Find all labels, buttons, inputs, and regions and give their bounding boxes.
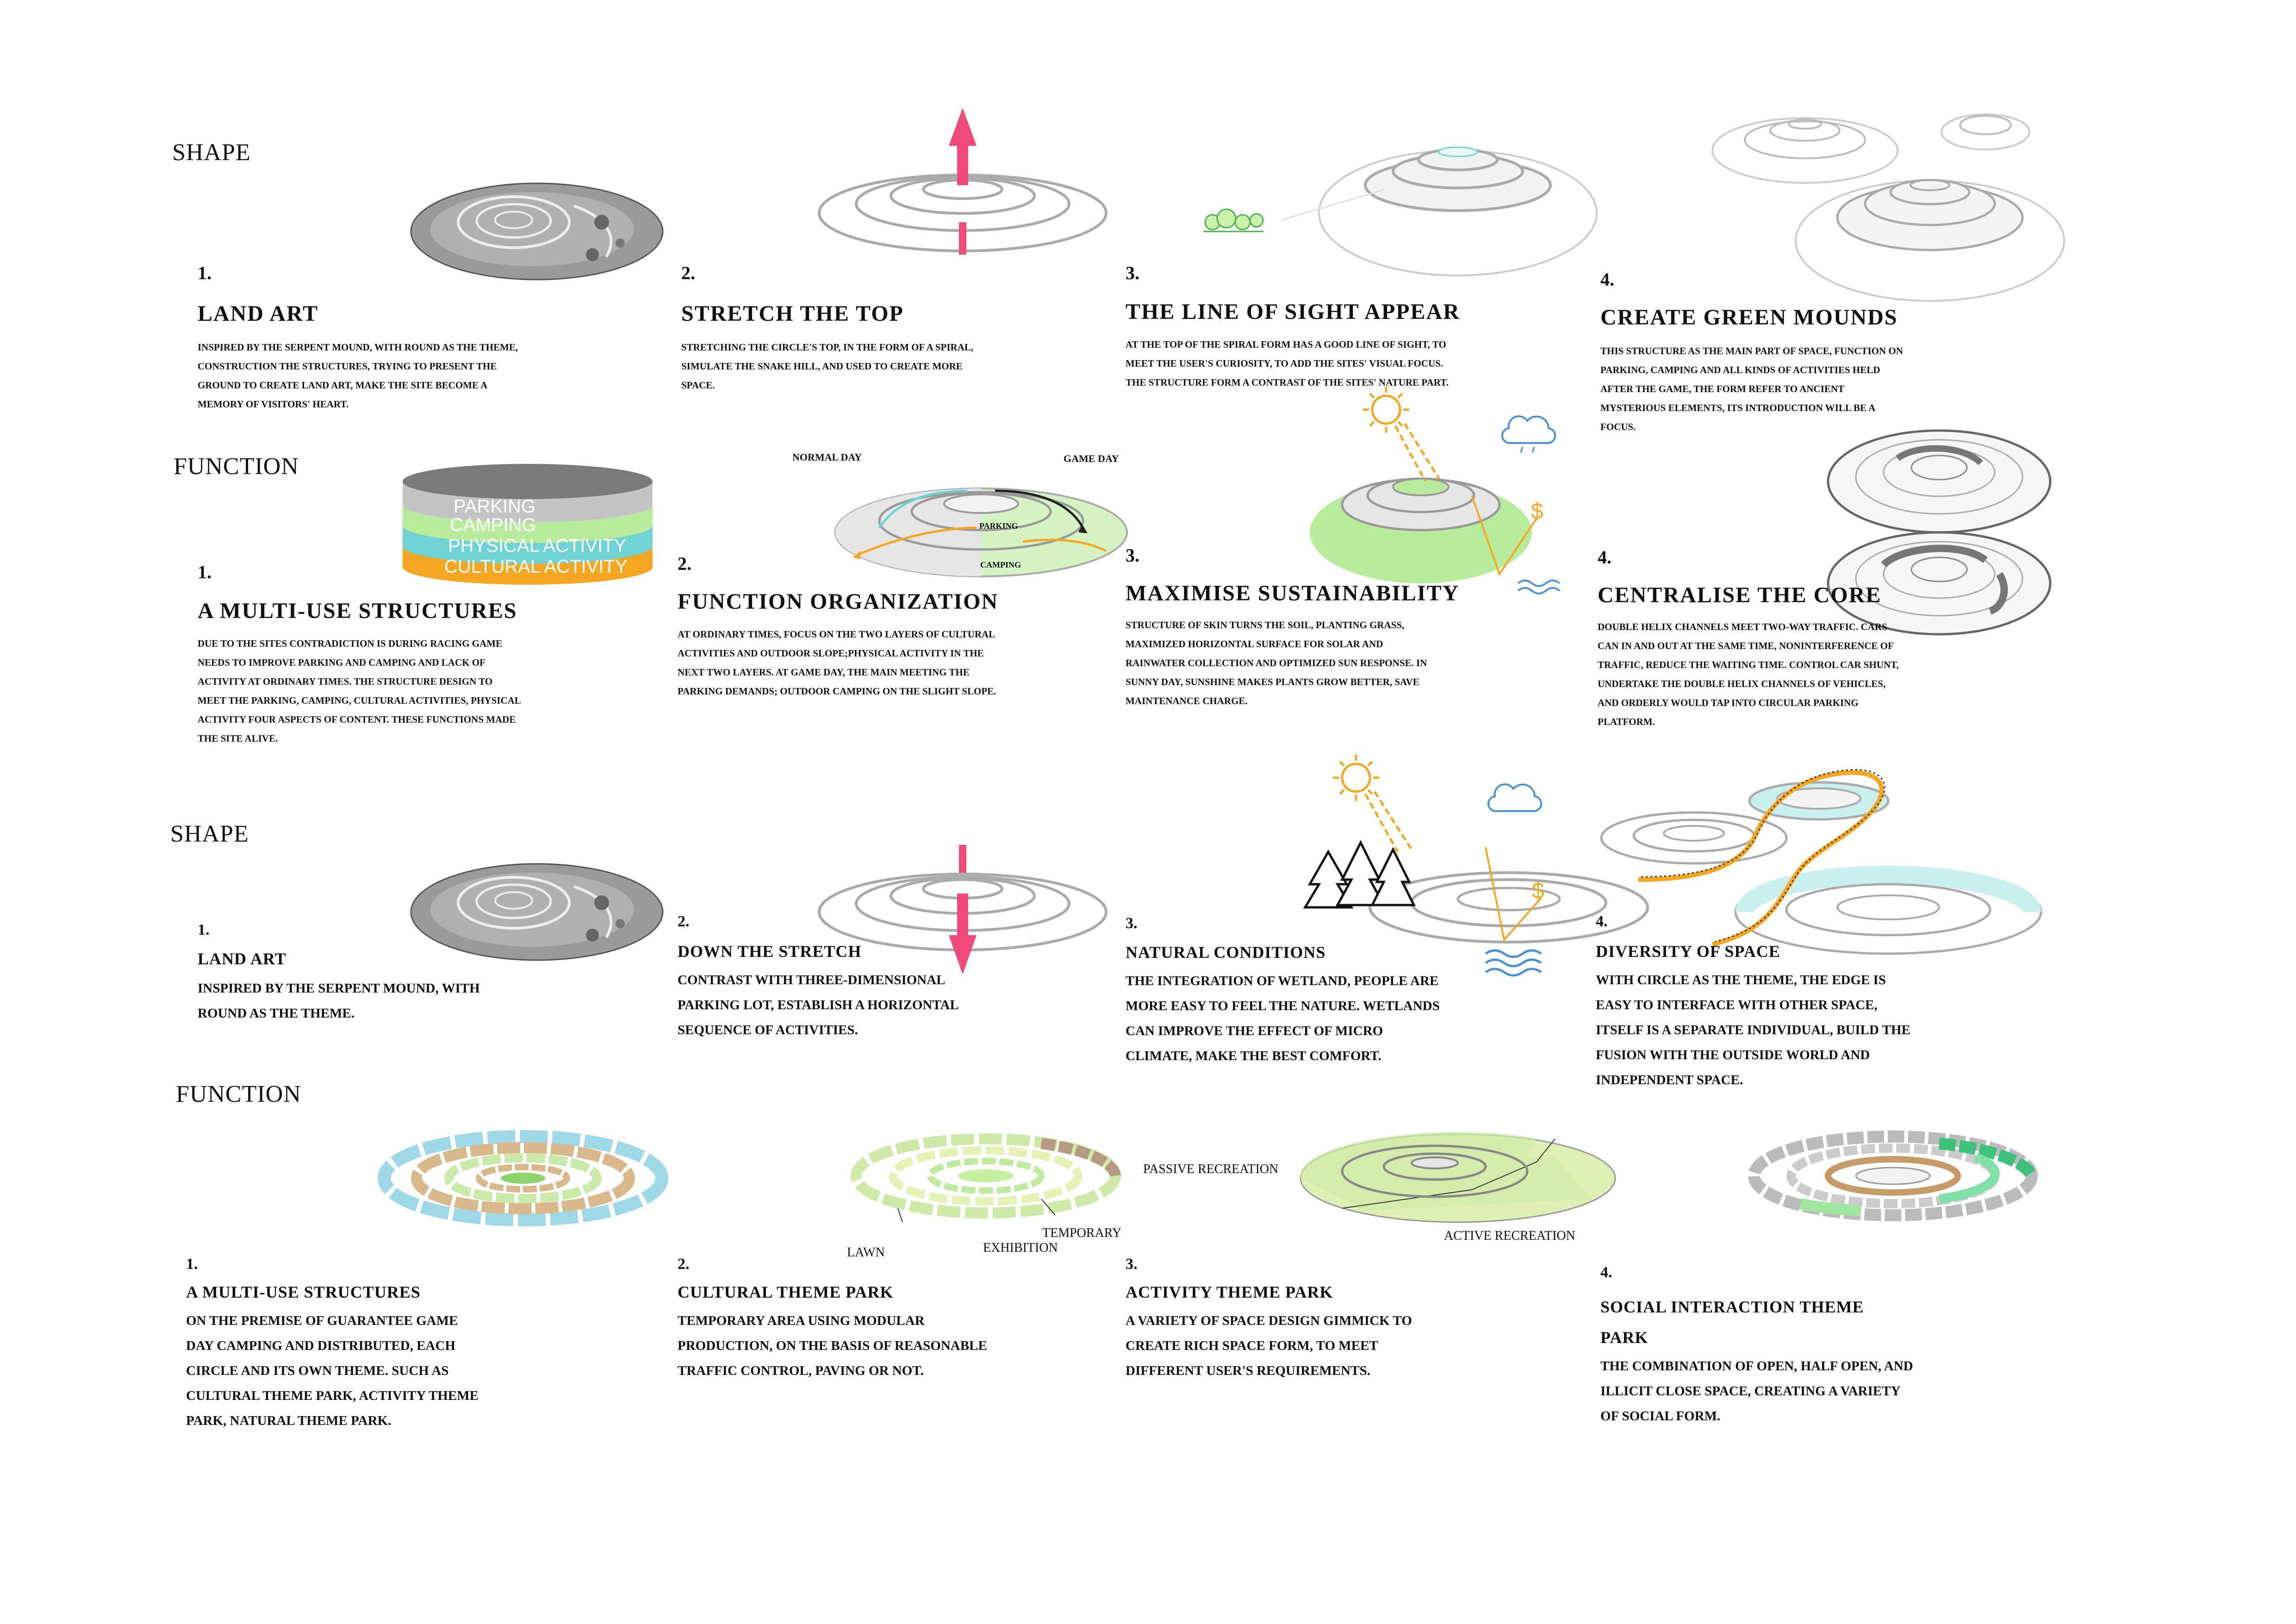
land-art-disc [410, 182, 664, 281]
step-title: CENTRALISE THE CORE [1598, 583, 1882, 607]
step-description: INSPIRED BY THE SERPENT MOUND, WITH ROUN… [198, 342, 518, 410]
step-number: 1. [198, 562, 212, 582]
active-recreation-label: ACTIVE RECREATION [1444, 1229, 1575, 1243]
exhibition-label: EXHIBITION [983, 1241, 1058, 1255]
green-mounds-cluster [1711, 113, 2065, 302]
parking-label: PARKING [979, 521, 1018, 531]
step-title: LAND ART [198, 301, 319, 326]
camping-label: CAMPING [980, 560, 1021, 569]
svg-text:$: $ [1531, 499, 1543, 524]
step-description: WITH CIRCLE AS THE THEME, THE EDGE IS EA… [1596, 973, 1910, 1087]
step-number: 3. [1126, 262, 1139, 283]
step-description: INSPIRED BY THE SERPENT MOUND, WITH ROUN… [198, 981, 480, 1021]
section-heading-function: FUNCTION [174, 453, 299, 480]
stretch-top-rings [818, 108, 1108, 255]
normal-day-label: NORMAL DAY [792, 451, 862, 463]
step-number: 1. [186, 1255, 198, 1273]
cylinder-layer-label: CULTURAL ACTIVITY [444, 556, 628, 577]
step-title: LAND ART [198, 949, 286, 968]
section-heading-function: FUNCTION [176, 1081, 301, 1107]
multi-use-segmented-rings [378, 1130, 668, 1226]
step-title: ACTIVITY THEME PARK [1126, 1283, 1333, 1301]
cylinder-layer-label: PHYSICAL ACTIVITY [448, 536, 626, 556]
step-title: CULTURAL THEME PARK [678, 1283, 894, 1301]
activity-park-disc [1300, 1132, 1616, 1223]
step-number: 4. [1600, 1264, 1612, 1281]
cultural-park-rings [851, 1133, 1121, 1223]
step-description: AT THE TOP OF THE SPIRAL FORM HAS A GOOD… [1126, 339, 1449, 388]
passive-recreation-label: PASSIVE RECREATION [1143, 1162, 1279, 1176]
temporary-label: TEMPORARY [1042, 1226, 1122, 1240]
step-number: 3. [1126, 1255, 1138, 1273]
step-title: DOWN THE STRETCH [678, 942, 862, 961]
step-number: 1. [198, 921, 210, 938]
step-number: 2. [678, 913, 690, 930]
svg-text:$: $ [1532, 879, 1544, 903]
step-description: CONTRAST WITH THREE-DIMENSIONAL PARKING … [678, 973, 958, 1037]
double-helix-core [1827, 429, 2052, 636]
land-art-disc [410, 863, 664, 961]
step-number: 2. [678, 553, 691, 574]
step-number: 4. [1600, 269, 1614, 290]
step-number: 2. [681, 262, 695, 283]
step-title: A MULTI-USE STRUCTURES [198, 599, 517, 623]
sustainability-mound: $ [1310, 387, 1561, 594]
multi-use-cylinder: PARKING CAMPING PHYSICAL ACTIVITY CULTUR… [403, 464, 653, 585]
step-title: A MULTI-USE STRUCTURES [186, 1283, 421, 1301]
step-title: STRETCH THE TOP [681, 301, 904, 326]
step-description: A VARIETY OF SPACE DESIGN GIMMICK TO CRE… [1126, 1313, 1412, 1378]
natural-conditions-wetland: $ [1303, 755, 1649, 977]
lawn-label: LAWN [847, 1245, 885, 1260]
step-number: 4. [1598, 547, 1612, 568]
step-title: DIVERSITY OF SPACE [1596, 942, 1780, 961]
step-description: TEMPORARY AREA USING MODULAR PRODUCTION,… [678, 1313, 987, 1378]
cylinder-layer-label: CAMPING [450, 515, 536, 535]
step-description: AT ORDINARY TIMES, FOCUS ON THE TWO LAYE… [678, 629, 996, 697]
step-title: SOCIAL INTERACTION THEME PARK [1600, 1298, 1864, 1347]
step-number: 2. [678, 1255, 690, 1273]
step-description: THIS STRUCTURE AS THE MAIN PART OF SPACE… [1600, 345, 1903, 432]
step-title: NATURAL CONDITIONS [1126, 943, 1326, 962]
step-number: 3. [1126, 545, 1139, 566]
step-title: MAXIMISE SUSTAINABILITY [1126, 581, 1460, 606]
step-number: 1. [198, 262, 212, 283]
social-interaction-rings [1748, 1131, 2038, 1221]
step-description: DOUBLE HELIX CHANNELS MEET TWO-WAY TRAFF… [1598, 621, 1899, 727]
cylinder-layer-label: PARKING [454, 496, 535, 517]
step-title: CREATE GREEN MOUNDS [1600, 305, 1898, 330]
section-heading-shape: SHAPE [172, 139, 251, 166]
step-description: STRUCTURE OF SKIN TURNS THE SOIL, PLANTI… [1126, 619, 1427, 706]
game-day-label: GAME DAY [1064, 453, 1119, 464]
step-number: 3. [1126, 915, 1138, 932]
section-heading-shape: SHAPE [170, 821, 249, 847]
function-organization-diagram [834, 487, 1128, 577]
diversity-space-rings [1600, 769, 2042, 955]
step-number: 4. [1596, 913, 1608, 930]
line-of-sight-mound [1203, 146, 1598, 276]
down-stretch-rings [818, 845, 1108, 974]
step-title: FUNCTION ORGANIZATION [678, 589, 999, 614]
step-description: ON THE PREMISE OF GUARANTEE GAME DAY CAM… [186, 1313, 479, 1428]
step-description: DUE TO THE SITES CONTRADICTION IS DURING… [198, 638, 521, 744]
step-title: THE LINE OF SIGHT APPEAR [1126, 300, 1460, 324]
step-description: THE INTEGRATION OF WETLAND, PEOPLE ARE M… [1126, 974, 1440, 1063]
step-description: STRETCHING THE CIRCLE'S TOP, IN THE FORM… [681, 342, 974, 391]
step-description: THE COMBINATION OF OPEN, HALF OPEN, AND … [1600, 1359, 1913, 1424]
